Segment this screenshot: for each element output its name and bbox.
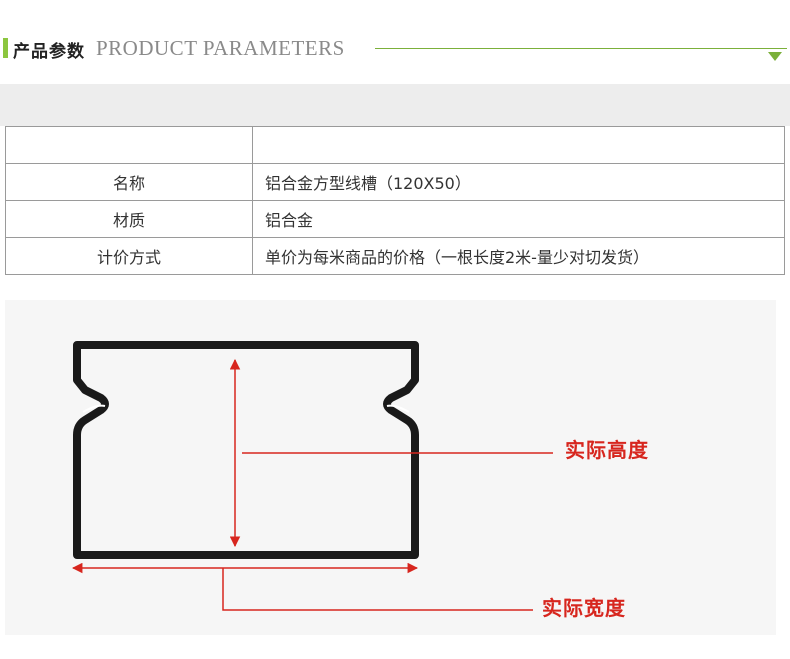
- header-divider-line: [375, 48, 787, 49]
- trunking-profile-outline: [73, 341, 419, 559]
- dimension-diagram: 实际高度 实际宽度: [5, 300, 776, 635]
- param-key: 计价方式: [5, 237, 253, 275]
- section-title-en: PRODUCT PARAMETERS: [96, 36, 345, 60]
- param-value: 铝合金方型线槽（120X50）: [252, 163, 785, 201]
- param-value: 单价为每米商品的价格（一根长度2米-量少对切发货）: [252, 237, 785, 275]
- cable-trunking-profile-drawing: [71, 341, 553, 611]
- triangle-down-icon: [768, 52, 782, 61]
- section-header: 产品参数 PRODUCT PARAMETERS: [0, 0, 790, 80]
- table-row: 名称 铝合金方型线槽（120X50）: [5, 163, 785, 201]
- param-value: 铝合金: [252, 200, 785, 238]
- table-row: [5, 126, 785, 164]
- header-accent-bar: [3, 38, 8, 58]
- param-key: [5, 126, 253, 164]
- height-label: 实际高度: [565, 438, 649, 462]
- param-value: [252, 126, 785, 164]
- section-title-cn: 产品参数: [13, 42, 85, 62]
- gray-band: [0, 84, 790, 126]
- parameters-table: 名称 铝合金方型线槽（120X50） 材质 铝合金 计价方式 单价为每米商品的价…: [5, 126, 785, 275]
- right-lip: [386, 404, 410, 413]
- width-label: 实际宽度: [542, 596, 626, 620]
- table-row: 计价方式 单价为每米商品的价格（一根长度2米-量少对切发货）: [5, 237, 785, 275]
- left-lip: [82, 404, 106, 413]
- param-key: 材质: [5, 200, 253, 238]
- width-leader-line: [222, 568, 533, 611]
- param-key: 名称: [5, 163, 253, 201]
- table-row: 材质 铝合金: [5, 200, 785, 238]
